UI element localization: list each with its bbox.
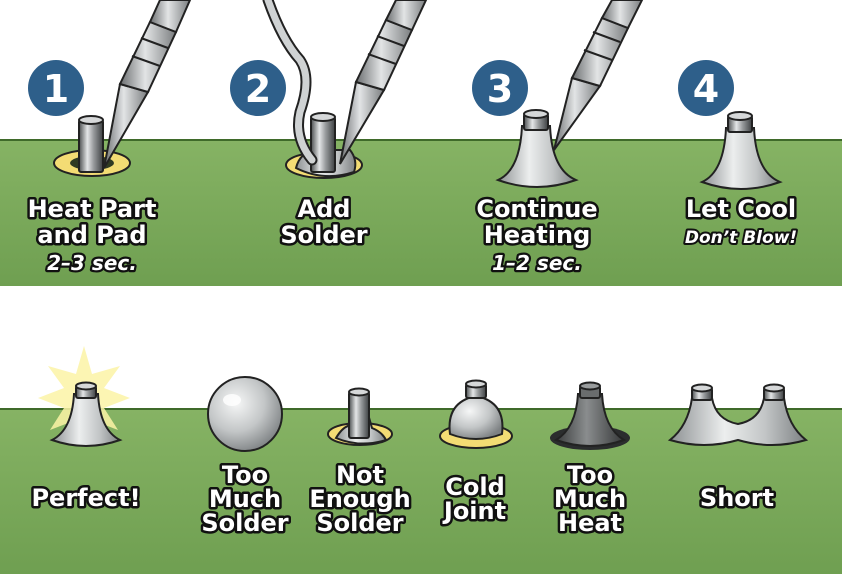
ball-joint-icon [207,376,283,452]
step-badge-1: 1 [28,60,84,116]
result-label-not-enough-solder: Not Enough Solder [307,459,413,540]
result-label-too-much-heat: Too Much Heat [551,459,628,540]
step-2-label: Add Solder [278,193,370,252]
svg-text:Continue: Continue [476,195,597,223]
step-1-illustration [53,0,192,177]
burnt-joint-icon [550,381,630,450]
svg-text:Add: Add [298,195,351,223]
step-3-label: Continue Heating 1–2 sec. [474,193,600,278]
svg-text:1–2 sec.: 1–2 sec. [492,251,582,275]
svg-text:3: 3 [487,67,513,111]
svg-text:Much: Much [554,485,626,513]
solder-wire-icon [262,0,318,166]
svg-text:Much: Much [209,485,281,513]
svg-text:Short: Short [700,484,774,512]
top-circuit-board [0,139,842,286]
svg-text:and Pad: and Pad [37,221,146,249]
svg-text:Heat Part: Heat Part [28,195,157,223]
svg-text:4: 4 [693,67,719,111]
result-label-perfect: Perfect! [29,482,143,515]
soldering-iron-icon [103,0,192,169]
svg-text:Heat: Heat [558,509,622,537]
svg-text:2: 2 [245,67,271,111]
svg-text:Enough: Enough [309,485,410,513]
svg-text:Let Cool: Let Cool [686,195,796,223]
cold-joint-icon [439,379,513,449]
step-1-label: Heat Part and Pad 2–3 sec. [25,193,159,278]
svg-text:Solder: Solder [201,509,288,537]
step-badge-2: 2 [230,60,286,116]
step-4-label: Let Cool Don’t Blow! [683,193,799,251]
svg-text:Perfect!: Perfect! [31,484,140,512]
svg-text:Solder: Solder [280,221,367,249]
svg-text:Heating: Heating [484,221,591,249]
svg-text:Too: Too [222,461,268,489]
step-badge-4: 4 [678,60,734,116]
step-badge-3: 3 [472,60,528,116]
soldering-iron-icon [553,0,644,151]
svg-text:Solder: Solder [316,509,403,537]
svg-text:Cold: Cold [445,473,505,501]
soldering-iron-icon [339,0,428,165]
step-3-illustration [495,0,644,188]
step-4-illustration [699,111,783,190]
result-label-short: Short [697,482,776,515]
svg-text:Not: Not [336,461,384,489]
thin-joint-icon [327,387,393,446]
svg-text:Too: Too [567,461,613,489]
bridged-joint-icon [667,383,809,446]
result-label-cold-joint: Cold Joint [439,471,508,528]
svg-text:1: 1 [43,67,69,111]
result-label-too-much-solder: Too Much Solder [199,459,291,540]
perfect-joint-icon [38,346,130,447]
svg-text:2–3 sec.: 2–3 sec. [47,251,137,275]
svg-text:Don’t Blow!: Don’t Blow! [685,228,797,248]
step-2-illustration [262,0,428,179]
svg-text:Joint: Joint [442,497,506,525]
